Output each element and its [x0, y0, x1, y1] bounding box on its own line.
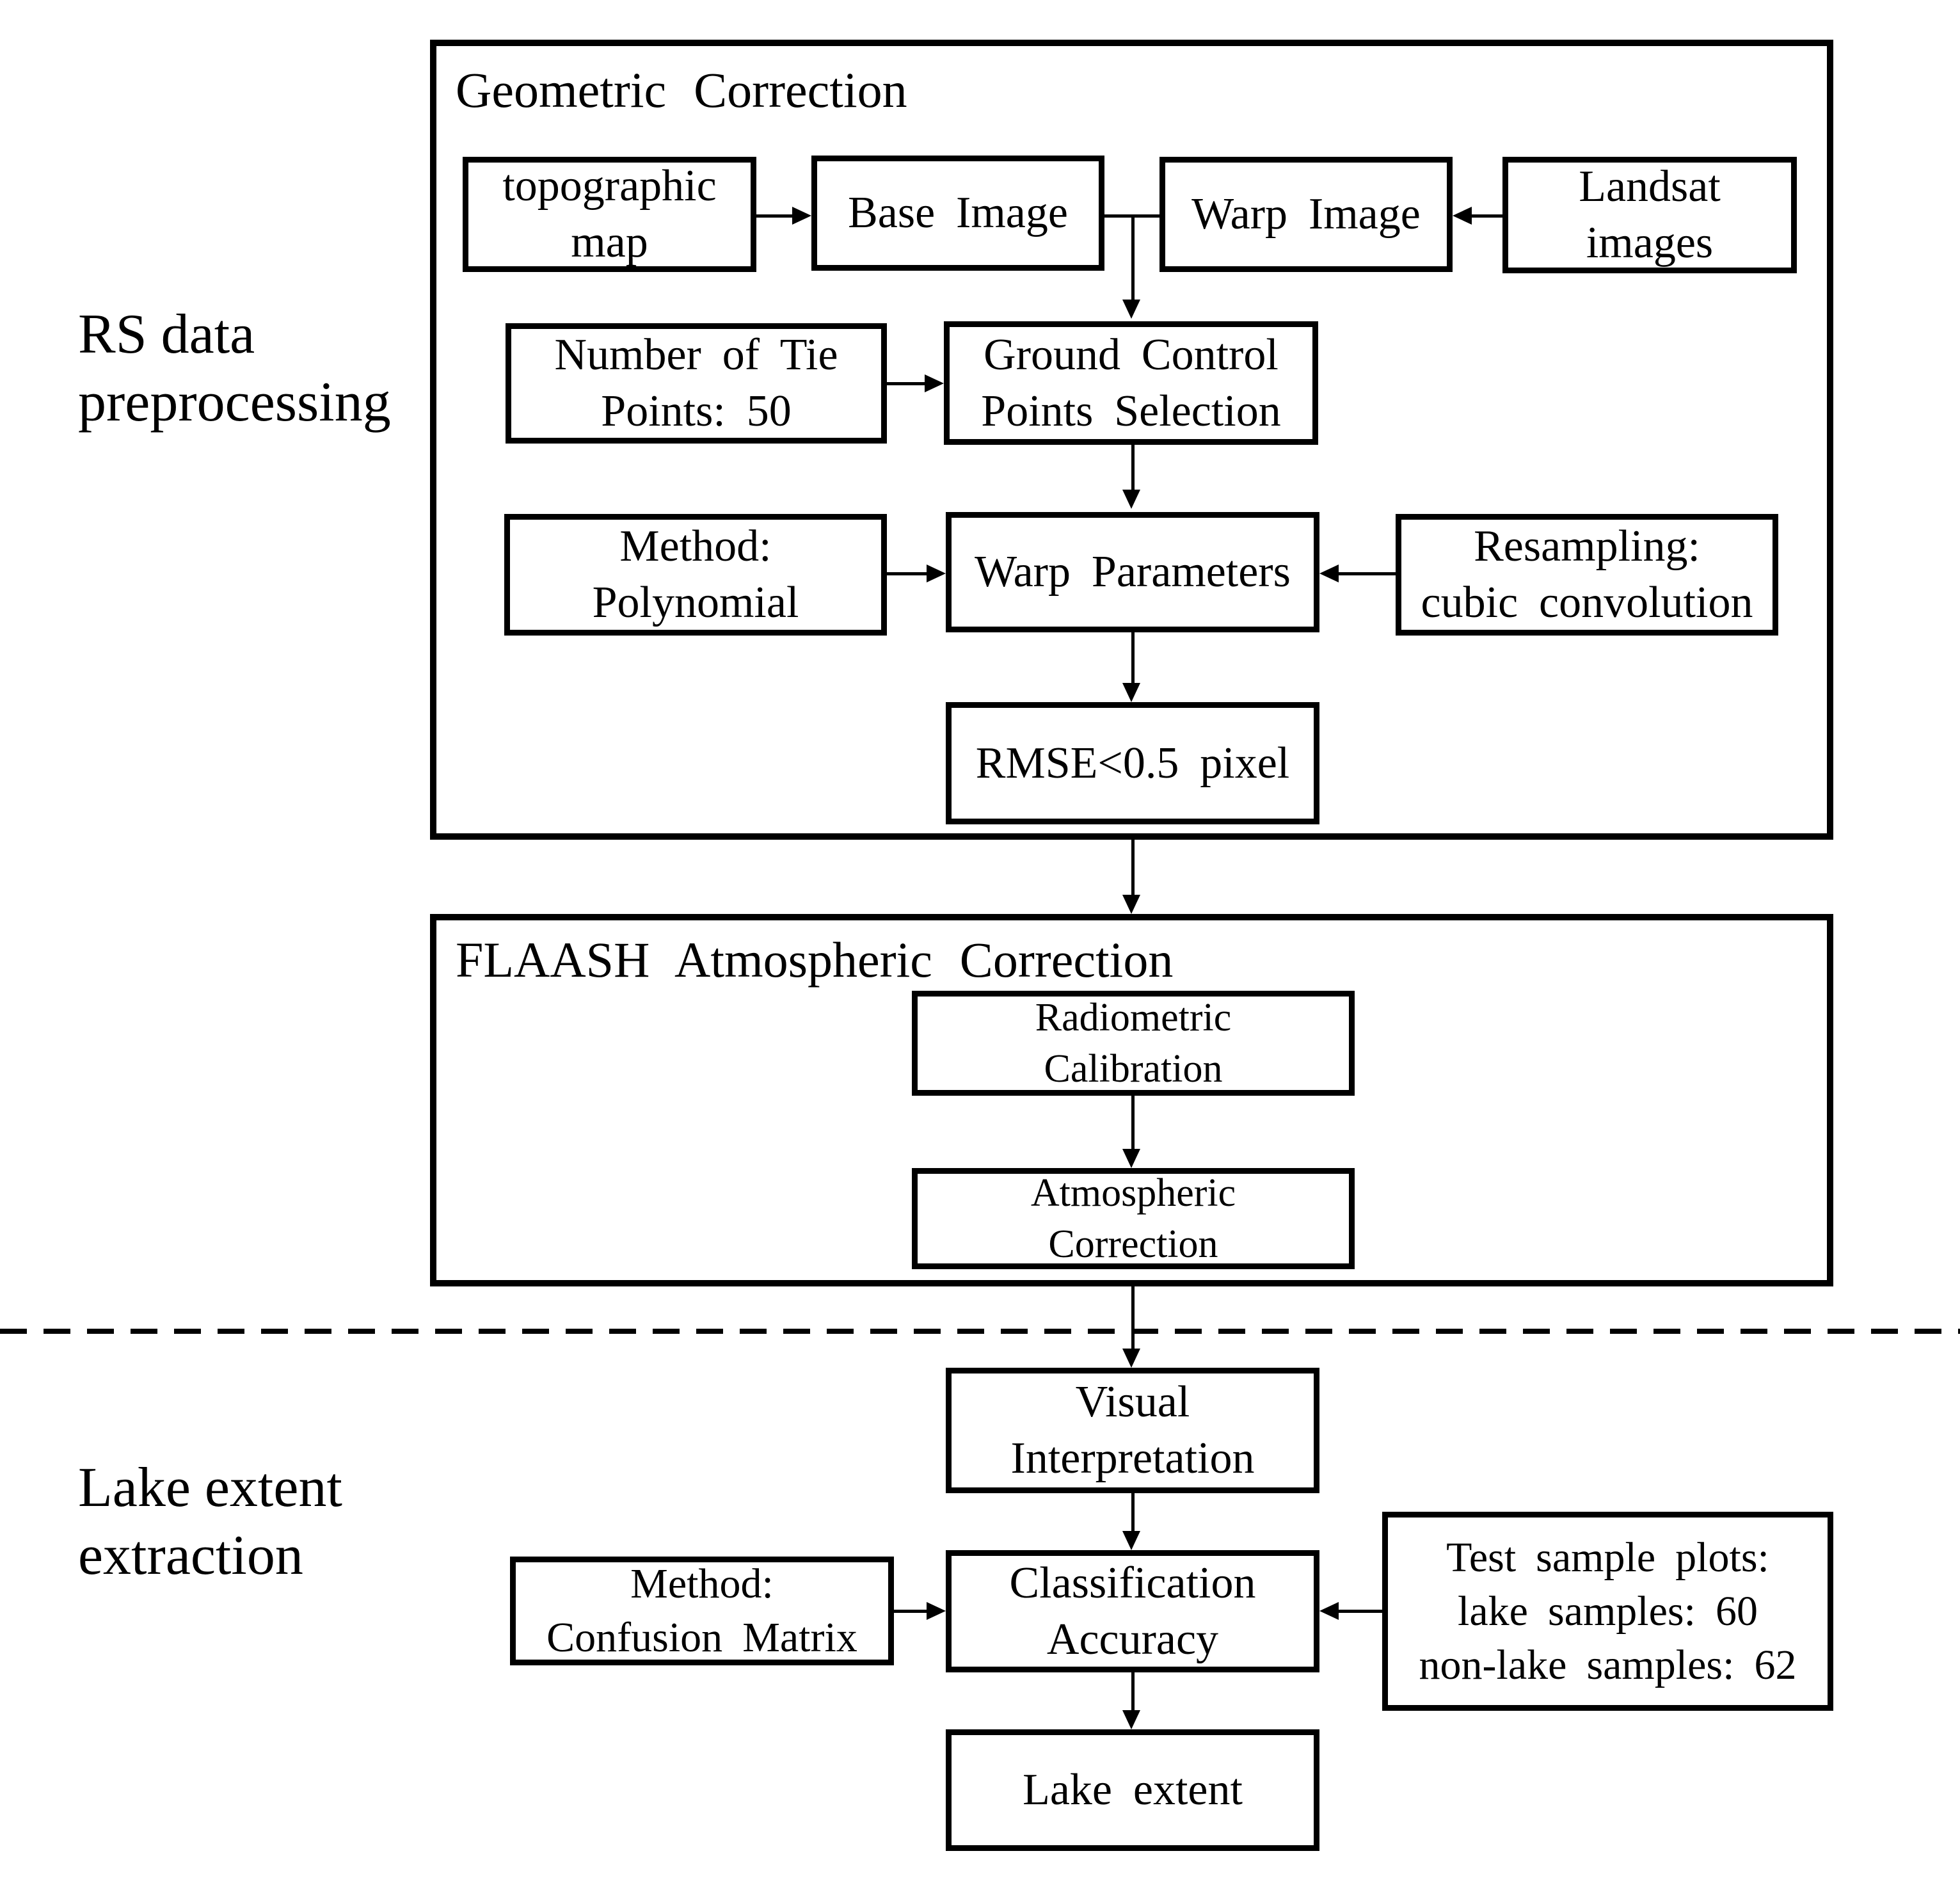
- arrowhead-right-confusion-to-classification: [927, 1602, 946, 1620]
- arrow-line-resampling-to-warpparams: [1339, 572, 1396, 575]
- arrow-line-testsamples-to-classification: [1339, 1610, 1382, 1613]
- arrow-line-gcp-to-warpparams: [1131, 445, 1135, 491]
- box-label-line: Number of Tie: [554, 330, 838, 380]
- box-label-line: Visual: [1075, 1377, 1190, 1427]
- arrow-line-tiepoints-to-gcp: [887, 382, 925, 385]
- box-label-line: Ground Control: [984, 330, 1279, 380]
- arrowhead-down-geometric-to-flaash: [1122, 895, 1140, 914]
- box-label-line: Interpretation: [1010, 1434, 1255, 1483]
- box-label-line: Lake extent: [1023, 1765, 1243, 1814]
- arrow-line-radiometric-to-atmospheric: [1131, 1096, 1135, 1149]
- box-label-line: Warp Image: [1191, 189, 1421, 239]
- box-label-line: cubic convolution: [1421, 578, 1753, 627]
- box-label-line: Warp Parameters: [975, 547, 1291, 597]
- arrowhead-left-testsamples-to-classification: [1319, 1602, 1339, 1620]
- box-label-line: Calibration: [1044, 1047, 1223, 1091]
- stage-label-line: RS data: [78, 303, 255, 365]
- box-label-line: topographic: [502, 161, 717, 211]
- arrow-line-landsat-to-warp: [1472, 214, 1502, 218]
- box-label-line: map: [571, 218, 648, 267]
- box-label-line: Accuracy: [1046, 1614, 1219, 1664]
- arrowhead-left-resampling-to-warpparams: [1319, 565, 1339, 582]
- box-atmospheric-correction: Atmospheric Correction: [912, 1168, 1355, 1269]
- box-label-line: Polynomial: [592, 578, 799, 627]
- arrowhead-right-method-to-warpparams: [927, 565, 946, 582]
- arrow-line-method-to-warpparams: [887, 572, 927, 575]
- box-label-line: Classification: [1009, 1558, 1256, 1608]
- box-label-line: Resampling:: [1474, 522, 1700, 571]
- box-label-line: images: [1586, 218, 1714, 268]
- box-resampling-cubic-convolution: Resampling: cubic convolution: [1396, 514, 1778, 636]
- stage-label-line: preprocessing: [78, 371, 391, 433]
- box-label-line: non-lake samples: 62: [1419, 1641, 1797, 1688]
- stage-label-line: Lake extent: [78, 1457, 342, 1519]
- geometric-correction-title: Geometric Correction: [456, 62, 907, 118]
- box-label-line: Atmospheric: [1030, 1171, 1236, 1215]
- box-label-line: RMSE<0.5 pixel: [975, 738, 1290, 788]
- stage-separator-dashed-line: [0, 1329, 1960, 1334]
- arrowhead-right-tiepoints-to-gcp: [925, 374, 944, 392]
- flaash-title: FLAASH Atmospheric Correction: [456, 932, 1174, 988]
- arrow-line-junction-to-gcp: [1131, 214, 1135, 301]
- arrowhead-right-topographic-to-base: [792, 207, 811, 225]
- arrow-line-geometric-to-flaash: [1131, 840, 1135, 895]
- arrowhead-down-junction-to-gcp: [1122, 300, 1140, 319]
- arrowhead-down-radiometric-to-atmospheric: [1122, 1149, 1140, 1168]
- box-ground-control-points-selection: Ground Control Points Selection: [944, 321, 1318, 445]
- arrowhead-left-landsat-to-warp: [1453, 207, 1472, 225]
- box-rmse: RMSE<0.5 pixel: [946, 702, 1319, 824]
- box-label-line: Method:: [630, 1560, 774, 1607]
- arrow-line-visual-to-classification: [1131, 1493, 1135, 1531]
- box-label-line: Landsat: [1579, 162, 1721, 211]
- box-label-line: Base Image: [848, 188, 1068, 237]
- stage-label-rs-preprocessing: RS data preprocessing: [78, 301, 391, 436]
- arrow-line-topographic-to-base: [756, 214, 795, 218]
- arrow-line-flaash-to-visual: [1131, 1286, 1135, 1349]
- box-label-line: Correction: [1048, 1222, 1218, 1266]
- box-classification-accuracy: Classification Accuracy: [946, 1550, 1319, 1672]
- arrowhead-down-gcp-to-warpparams: [1122, 490, 1140, 509]
- box-radiometric-calibration: Radiometric Calibration: [912, 991, 1355, 1096]
- arrow-line-warpparams-to-rmse: [1131, 632, 1135, 683]
- arrowhead-down-flaash-to-visual: [1122, 1349, 1140, 1368]
- box-test-sample-plots: Test sample plots: lake samples: 60 non-…: [1382, 1512, 1833, 1711]
- box-warp-image: Warp Image: [1159, 157, 1453, 272]
- box-label-line: Radiometric: [1035, 996, 1232, 1039]
- stage-label-lake-extraction: Lake extent extraction: [78, 1454, 342, 1590]
- box-label-line: Method:: [619, 522, 772, 571]
- box-visual-interpretation: Visual Interpretation: [946, 1368, 1319, 1493]
- box-method-confusion-matrix: Method: Confusion Matrix: [510, 1557, 894, 1665]
- box-lake-extent: Lake extent: [946, 1729, 1319, 1851]
- arrowhead-down-classification-to-lakeextent: [1122, 1710, 1140, 1729]
- box-label-line: lake samples: 60: [1458, 1587, 1758, 1635]
- arrowhead-down-visual-to-classification: [1122, 1531, 1140, 1550]
- box-label-line: Test sample plots:: [1446, 1534, 1769, 1581]
- arrowhead-down-warpparams-to-rmse: [1122, 683, 1140, 702]
- box-label-line: Confusion Matrix: [546, 1614, 857, 1661]
- arrow-line-classification-to-lakeextent: [1131, 1672, 1135, 1710]
- box-base-image: Base Image: [811, 156, 1104, 271]
- box-landsat-images: Landsat images: [1502, 157, 1797, 273]
- arrow-line-confusion-to-classification: [894, 1610, 927, 1613]
- box-number-of-tie-points: Number of Tie Points: 50: [506, 323, 887, 444]
- box-label-line: Points Selection: [981, 386, 1281, 436]
- box-topographic-map: topographic map: [463, 157, 756, 272]
- box-label-line: Points: 50: [601, 387, 792, 436]
- stage-label-line: extraction: [78, 1525, 303, 1587]
- box-warp-parameters: Warp Parameters: [946, 512, 1319, 632]
- box-method-polynomial: Method: Polynomial: [504, 514, 887, 636]
